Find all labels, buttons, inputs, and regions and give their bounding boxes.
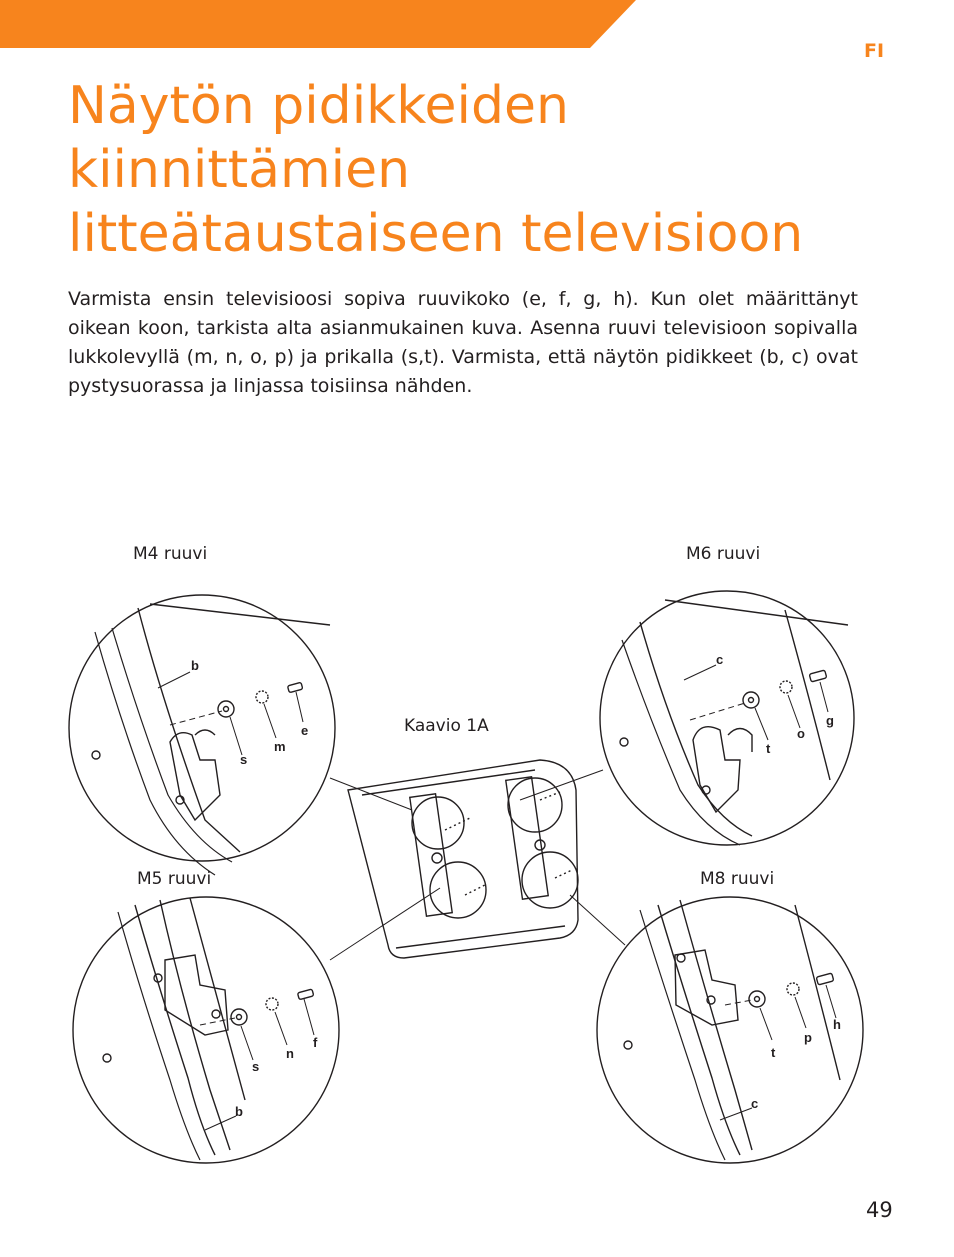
title-line-1: Näytön pidikkeiden — [68, 76, 569, 136]
label-p: p — [804, 1030, 812, 1045]
caption-m4-screw: M4 ruuvi — [133, 544, 208, 564]
label-b: b — [235, 1104, 243, 1119]
language-code: FI — [864, 40, 885, 62]
label-n: n — [286, 1046, 294, 1061]
caption-diagram-1a: Kaavio 1A — [404, 716, 489, 736]
label-s: s — [252, 1059, 259, 1074]
caption-m5-screw: M5 ruuvi — [137, 869, 212, 889]
label-t: t — [766, 741, 771, 756]
detail-circle-m6: c t o g — [599, 590, 855, 846]
detail-circle-m5: s n f b — [72, 896, 340, 1164]
caption-m6-screw: M6 ruuvi — [686, 544, 761, 564]
label-c: c — [751, 1096, 758, 1111]
label-s: s — [240, 752, 247, 767]
label-o: o — [797, 726, 805, 741]
title-line-3: litteätaustaiseen televisioon — [68, 204, 804, 264]
page-number: 49 — [866, 1198, 893, 1222]
connector-lines — [329, 769, 626, 961]
title-line-2: kiinnittämien — [68, 140, 411, 200]
detail-circle-m8: t p h c — [596, 896, 864, 1164]
label-g: g — [826, 713, 834, 728]
intro-paragraph: Varmista ensin televisioosi sopiva ruuvi… — [68, 288, 858, 397]
label-c: c — [716, 652, 723, 667]
label-h: h — [833, 1017, 841, 1032]
tv-back-illustration — [347, 759, 579, 959]
label-m: m — [274, 739, 286, 754]
label-f: f — [313, 1035, 318, 1050]
page-title: Näytön pidikkeiden kiinnittämien litteät… — [68, 74, 888, 266]
label-t: t — [771, 1045, 776, 1060]
label-e: e — [301, 723, 308, 738]
header-orange-bar — [0, 0, 636, 48]
caption-m8-screw: M8 ruuvi — [700, 869, 775, 889]
label-b: b — [191, 658, 199, 673]
detail-circle-m4: b s m e — [68, 594, 336, 876]
